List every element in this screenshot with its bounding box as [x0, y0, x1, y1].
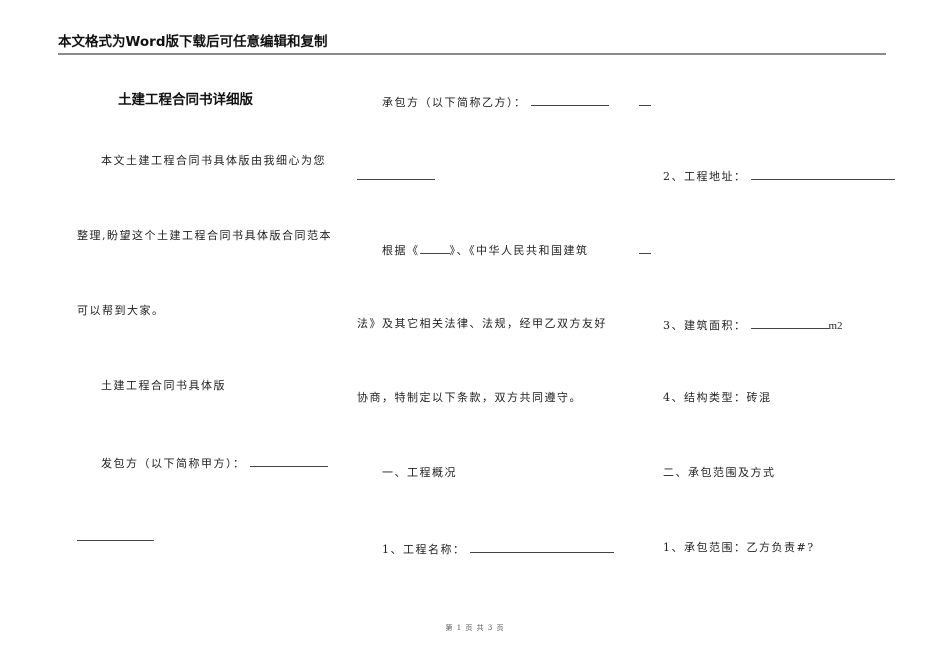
party-b-field: 承包方（以下简称乙方）： — [382, 94, 609, 110]
section1-heading: 一、工程概况 — [382, 466, 457, 479]
basis-line-2: 法》及其它相关法律、法规，经甲乙双方友好 — [357, 317, 607, 330]
document-title: 土建工程合同书详细版 — [118, 92, 253, 108]
party-b-blank — [530, 94, 609, 106]
building-area-unit: m2 — [828, 320, 843, 332]
building-area-blank — [750, 317, 829, 329]
party-b-blank-continuation — [357, 178, 435, 180]
header-banner-text: 本文格式为Word版下载后可任意编辑和复制 — [58, 34, 328, 50]
intro-line-3: 可以帮到大家。 — [77, 304, 165, 317]
law-name-blank — [419, 242, 450, 254]
basis-line-3: 协商，特制定以下条款，双方共同遵守。 — [357, 391, 582, 404]
page-indicator: 第 1 页 共 3 页 — [445, 624, 505, 632]
project-address-blank — [750, 168, 895, 180]
intro-line-1: 本文土建工程合同书具体版由我细心为您 — [101, 154, 326, 167]
scope-label: 1、承包范围： — [663, 541, 747, 554]
building-area-field: 3、建筑面积： m2 — [663, 317, 843, 333]
party-b-blank-fragment — [639, 104, 651, 106]
basis-blank-fragment — [639, 252, 651, 254]
basis-line-1: 根据《 》、《中华人民共和国建筑 — [382, 242, 589, 258]
party-a-blank — [249, 455, 328, 467]
building-area-label: 3、建筑面积： — [663, 319, 747, 332]
project-name-blank — [469, 541, 614, 553]
project-name-field: 1、工程名称： — [382, 541, 614, 557]
project-address-label: 2、工程地址： — [663, 170, 747, 183]
intro-line-2: 整理,盼望这个土建工程合同书具体版合同范本 — [77, 229, 332, 242]
basis-prefix: 根据《 — [382, 244, 420, 257]
structure-type-field: 4、结构类型：砖混 — [663, 391, 772, 405]
party-b-label: 承包方（以下简称乙方）： — [382, 96, 527, 109]
structure-type-value: 砖混 — [746, 391, 772, 404]
section2-heading: 二、承包范围及方式 — [663, 466, 776, 479]
party-a-blank-continuation — [77, 539, 154, 541]
project-address-field: 2、工程地址： — [663, 168, 895, 184]
structure-type-label: 4、结构类型： — [663, 391, 747, 404]
scope-field: 1、承包范围：乙方负责#? — [663, 541, 815, 555]
basis-suffix: 》、《中华人民共和国建筑 — [449, 244, 589, 257]
project-name-label: 1、工程名称： — [382, 543, 466, 556]
document-header-banner: 本文格式为Word版下载后可任意编辑和复制 — [58, 34, 886, 55]
party-a-label: 发包方（以下简称甲方）： — [101, 457, 246, 470]
contract-subtitle: 土建工程合同书具体版 — [101, 379, 226, 392]
party-a-field: 发包方（以下简称甲方）： — [101, 455, 328, 471]
scope-value: 乙方负责#? — [746, 541, 815, 554]
